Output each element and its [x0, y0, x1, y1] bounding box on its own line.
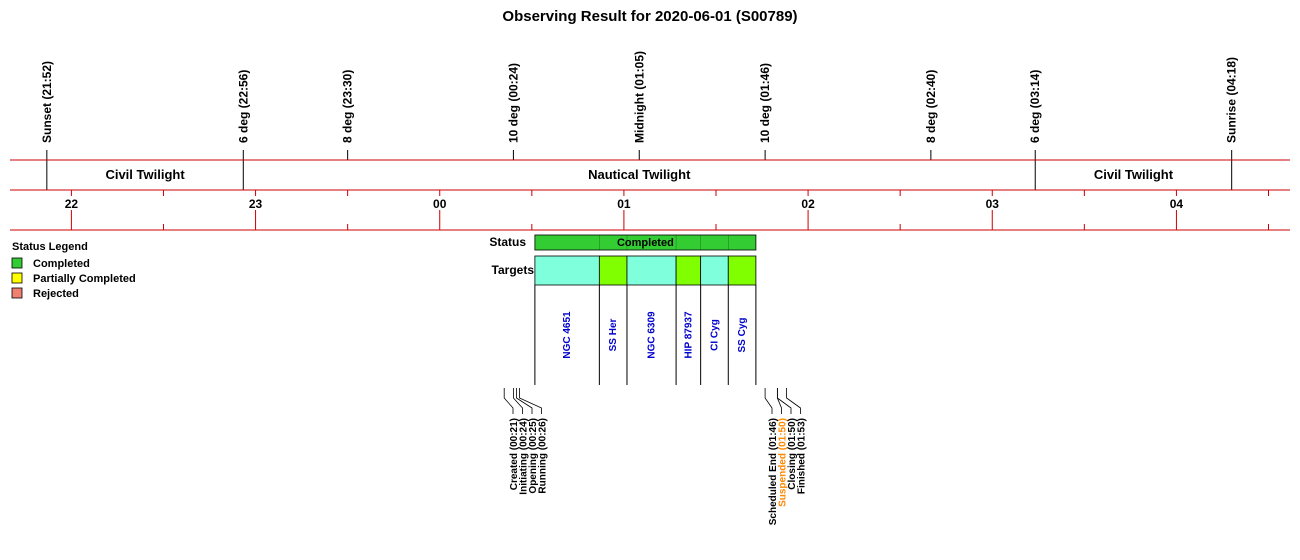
hour-label: 00 [433, 197, 447, 211]
target-name: NGC 4651 [562, 311, 573, 359]
event-leader [764, 388, 773, 414]
event-leader [513, 388, 523, 414]
target-block [675, 255, 702, 286]
status-row-label: Status [489, 235, 526, 249]
target-name: SS Cyg [737, 317, 748, 352]
hour-label: 02 [801, 197, 815, 211]
sun-event-label: Midnight (01:05) [632, 51, 646, 143]
event-label: Created (00:21) [509, 418, 520, 490]
sun-event-label: Sunrise (04:18) [1225, 57, 1239, 143]
event-leader [786, 388, 801, 414]
sun-event-label: 10 deg (00:24) [506, 63, 520, 143]
target-name: CI Cyg [709, 319, 720, 351]
event-leader [503, 388, 514, 414]
event-label: Opening (00:25) [528, 418, 539, 494]
event-leader [516, 388, 533, 414]
hour-label: 23 [249, 197, 263, 211]
event-label: Finished (01:53) [797, 418, 808, 494]
twilight-band-label: Civil Twilight [105, 167, 185, 182]
status-row: Status Completed [489, 234, 757, 251]
hour-label: 03 [986, 197, 1000, 211]
event-label: Running (00:26) [538, 418, 549, 494]
sun-event-label: Sunset (21:52) [40, 61, 54, 143]
status-segment-label: Completed [617, 237, 674, 249]
target-block [700, 255, 729, 286]
legend-item-label: Partially Completed [33, 273, 136, 285]
twilight-band-label: Civil Twilight [1094, 167, 1174, 182]
event-leader [776, 388, 792, 414]
sun-event-label: 10 deg (01:46) [758, 63, 772, 143]
twilight-band-label: Nautical Twilight [588, 167, 691, 182]
event-label: Suspended (01:50) [778, 418, 789, 507]
diagram-title: Observing Result for 2020-06-01 (S00789) [502, 8, 797, 25]
legend-swatch [11, 287, 23, 299]
sun-event-label: 6 deg (22:56) [236, 70, 250, 143]
sun-event-label: 8 deg (23:30) [341, 70, 355, 143]
event-leader [519, 388, 542, 414]
sun-events-layer: Sunset (21:52) 6 deg (22:56) 8 deg (23:30)… [40, 51, 1239, 190]
target-name: NGC 6309 [647, 311, 658, 359]
event-label: Closing (01:50) [787, 418, 798, 490]
sun-event-label: 8 deg (02:40) [924, 70, 938, 143]
hour-label: 04 [1170, 197, 1184, 211]
sun-event-label: 6 deg (03:14) [1028, 70, 1042, 143]
legend-item-label: Rejected [33, 288, 79, 300]
target-block [534, 255, 600, 286]
target-block [626, 255, 677, 286]
targets-row-label: Targets [492, 263, 535, 277]
legend-swatch [11, 272, 23, 284]
event-label: Initiating (00:24) [519, 418, 530, 495]
target-block [598, 255, 628, 286]
legend-title: Status Legend [12, 241, 88, 253]
legend-swatch [11, 257, 23, 269]
target-name: SS Her [608, 318, 619, 351]
hour-label: 01 [617, 197, 631, 211]
time-axis: 22 23 00 01 02 03 04 Civil Twilight Nautical Twi… [10, 159, 1290, 231]
legend-item-label: Completed [33, 258, 90, 270]
target-block [727, 255, 757, 286]
target-name: HIP 87937 [683, 311, 694, 359]
event-label: Scheduled End (01:46) [768, 418, 779, 525]
hour-label: 22 [65, 197, 79, 211]
event-markers: Created (00:21)Initiating (00:24)Opening… [503, 388, 808, 525]
